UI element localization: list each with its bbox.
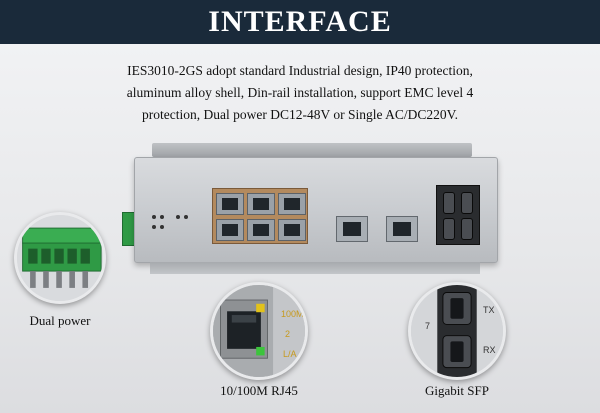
led-icon — [152, 215, 156, 219]
rj45-port-icon — [247, 219, 275, 241]
rj45-port-icon — [213, 285, 305, 377]
sfp-callout-image: 7 TX RX — [408, 282, 506, 380]
led-icon — [160, 215, 164, 219]
rj45-port-icon — [216, 193, 244, 215]
led-speed-label: 100M — [281, 309, 304, 319]
description-line: aluminum alloy shell, Din-rail installat… — [126, 85, 474, 100]
device-base — [150, 262, 480, 274]
sfp-cage — [436, 185, 480, 245]
rj45-port-icon — [216, 219, 244, 241]
page-title: INTERFACE — [208, 5, 392, 38]
rj45-label: 10/100M RJ45 — [220, 383, 298, 398]
led-link-label: L/A — [283, 349, 297, 359]
rj45-port-group — [212, 188, 308, 244]
description-line: IES3010-2GS adopt standard Industrial de… — [127, 63, 473, 78]
rj45-port-icon — [278, 193, 306, 215]
status-leds — [148, 197, 200, 237]
power-callout-image — [14, 212, 106, 304]
sfp-port-number: 7 — [425, 321, 431, 331]
rj45-port-icon — [336, 216, 368, 242]
rj45-port-icon — [247, 193, 275, 215]
sfp-port-icon — [443, 192, 455, 214]
power-label: Dual power — [29, 313, 91, 328]
sfp-port-icon — [443, 218, 455, 240]
led-icon — [184, 215, 188, 219]
led-icon — [160, 225, 164, 229]
sfp-rx-label: RX — [483, 345, 496, 355]
din-rail — [152, 143, 472, 157]
terminal-block-icon — [17, 215, 103, 301]
description-line: protection, Dual power DC12-48V or Singl… — [142, 107, 458, 122]
rj45-callout-image: 100M 2 L/A — [210, 282, 308, 380]
led-icon — [152, 225, 156, 229]
sfp-label: Gigabit SFP — [425, 383, 489, 398]
rj45-port-icon — [278, 219, 306, 241]
product-description: IES3010-2GS adopt standard Industrial de… — [0, 60, 600, 126]
header-bar: INTERFACE — [0, 0, 600, 44]
sfp-port-icon — [411, 285, 503, 377]
led-icon — [176, 215, 180, 219]
sfp-port-icon — [461, 218, 473, 240]
sfp-port-icon — [461, 192, 473, 214]
rj45-port-icon — [386, 216, 418, 242]
port-number-label: 2 — [285, 329, 291, 339]
sfp-tx-label: TX — [483, 305, 495, 315]
